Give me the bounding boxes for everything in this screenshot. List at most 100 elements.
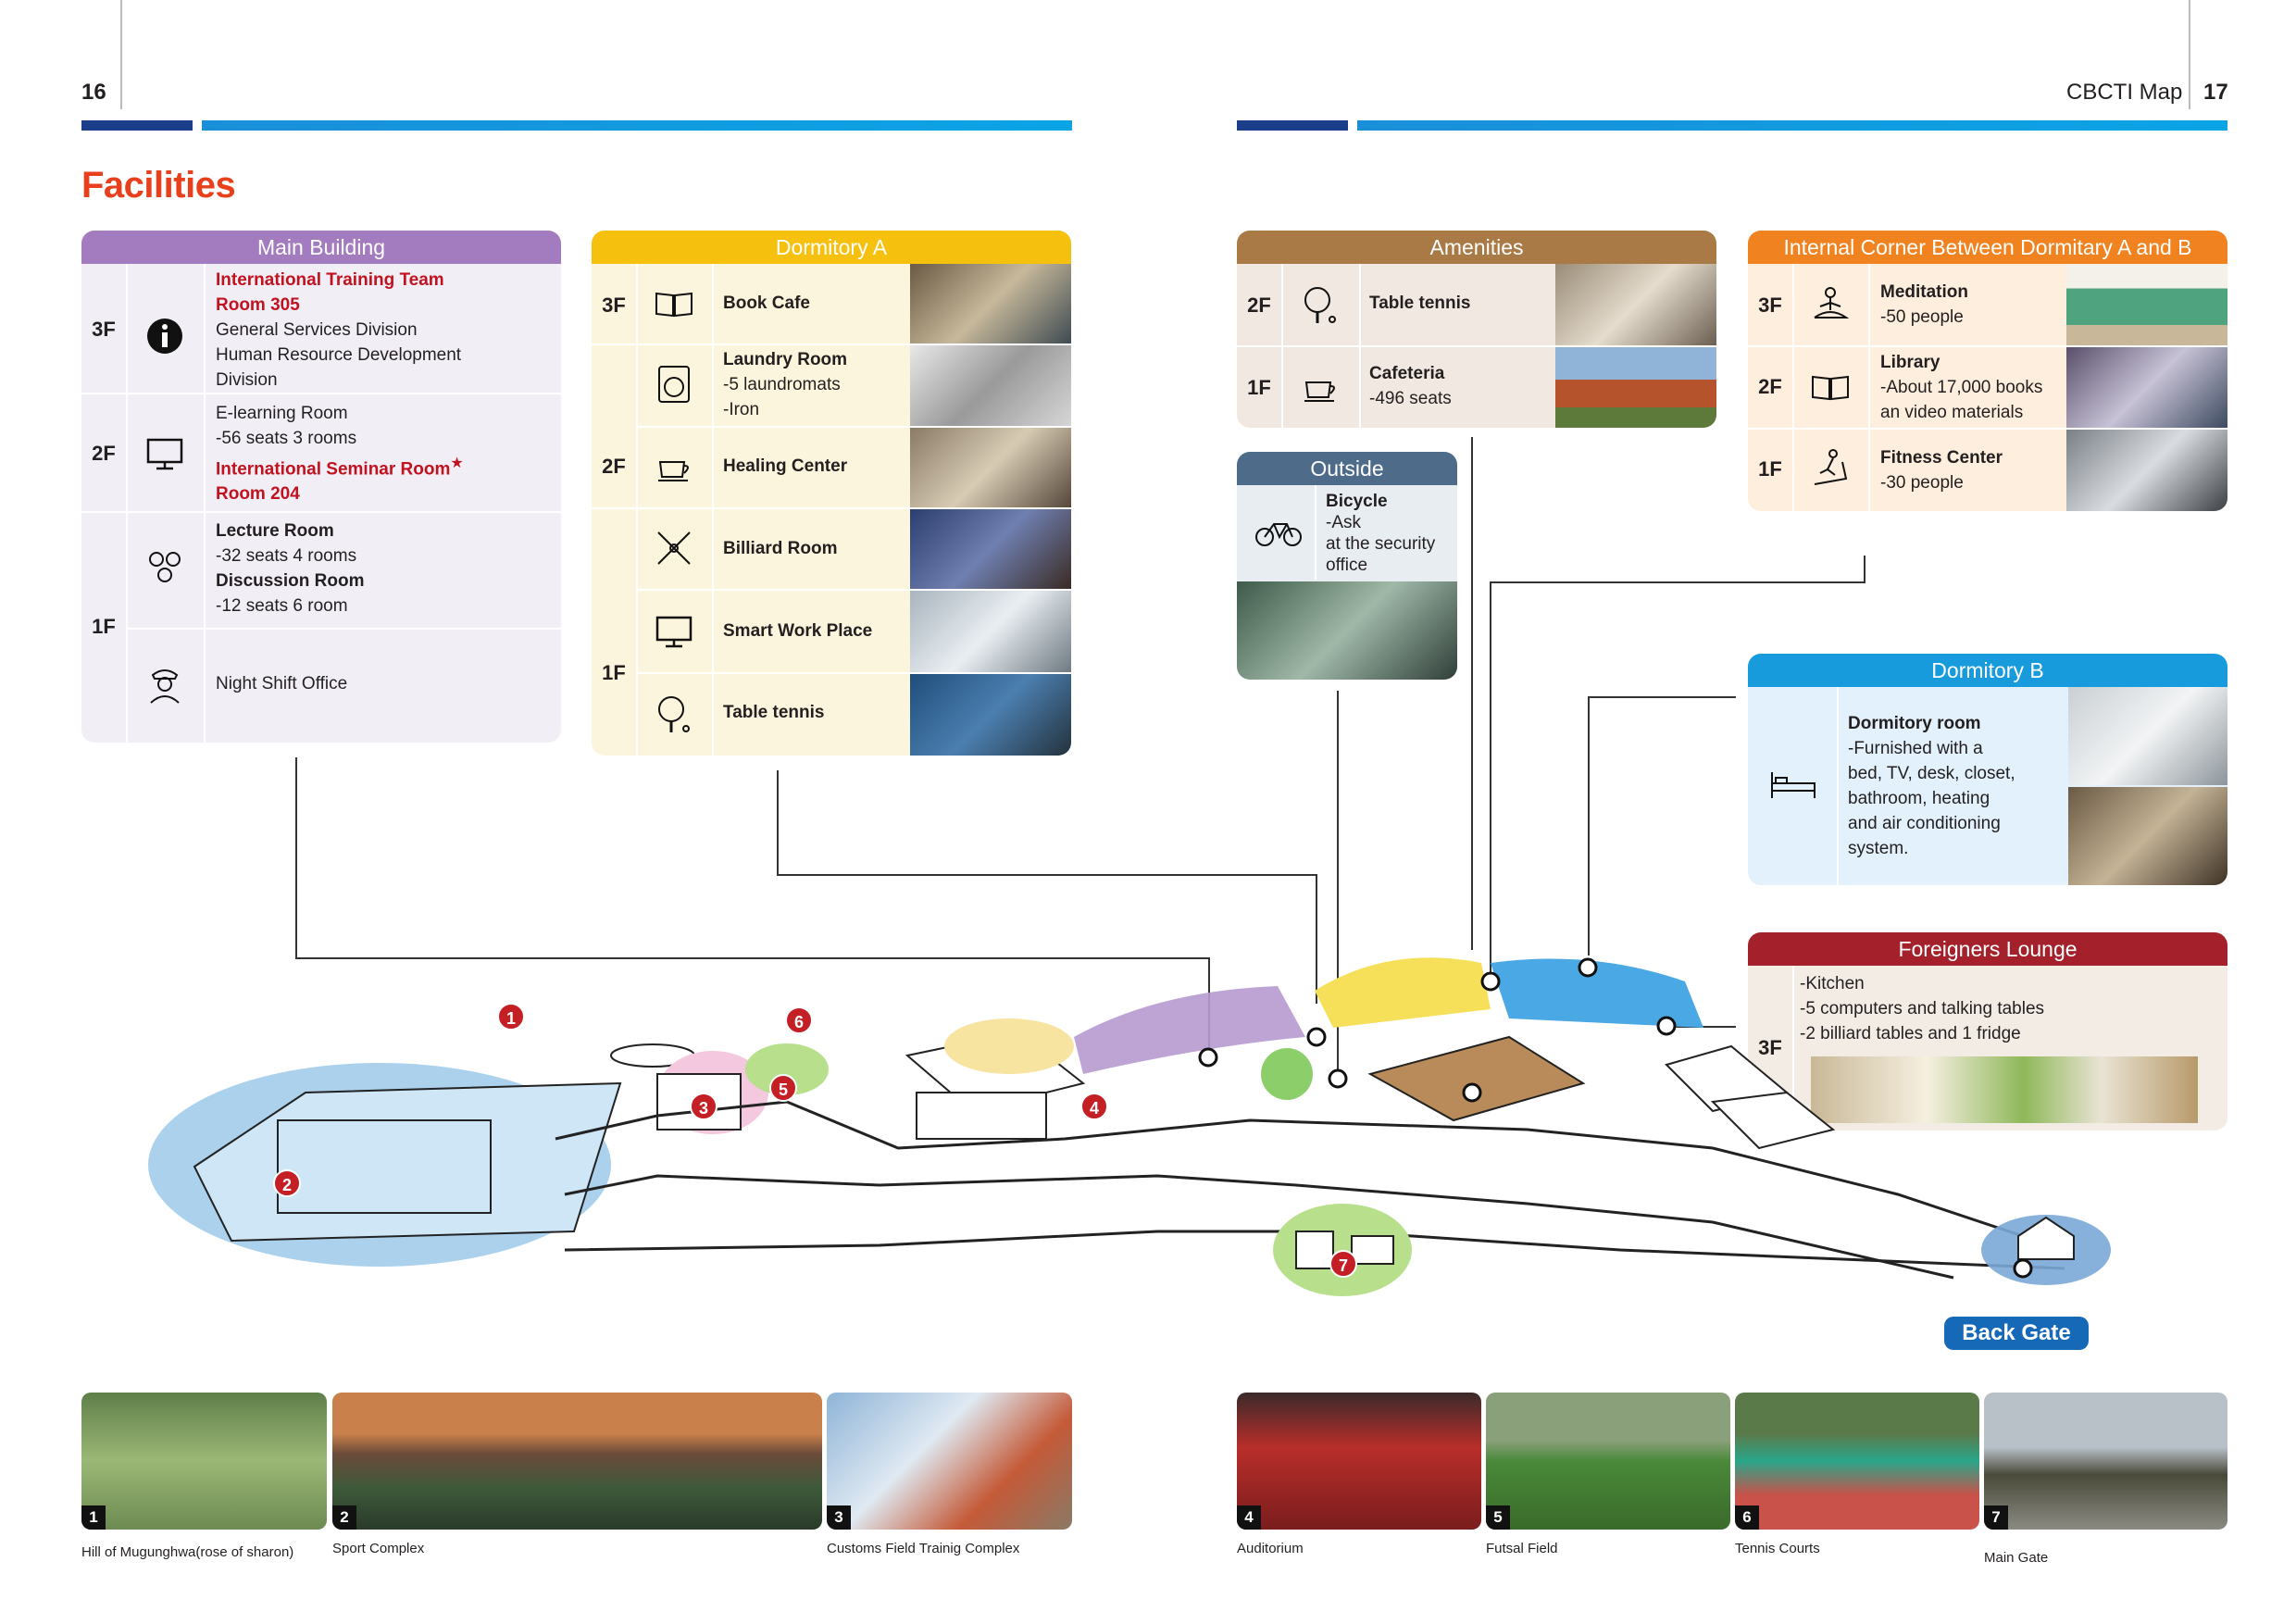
caption-hill: Hill of Mugunghwa(rose of sharon) <box>81 1544 294 1560</box>
main-3f-text: International Training Team Room 305 Gen… <box>216 270 462 390</box>
photo-cafeteria <box>1555 347 1716 428</box>
amenities-panel: Amenities 2F 1F Table tennis Cafeteria-4… <box>1237 231 1716 428</box>
caption-sport: Sport Complex <box>332 1541 425 1556</box>
cup-icon <box>658 461 689 481</box>
star-icon: ★ <box>450 456 464 471</box>
monitor-icon <box>655 616 693 648</box>
ping-pong-icon <box>658 696 690 732</box>
photo-healing <box>910 428 1071 507</box>
photo-bicycles <box>1237 581 1457 680</box>
dormitory-a-area <box>1074 986 1305 1074</box>
monitor-icon <box>146 438 183 470</box>
dormitory-b-title: Dormitory B <box>1748 654 2227 687</box>
floor-1f: 1F <box>1758 457 1782 481</box>
bicycle-icon <box>1255 523 1302 546</box>
left-header-bar <box>81 120 1072 131</box>
photo-sport-complex: 2 <box>332 1393 822 1530</box>
caption-auditorium: Auditorium <box>1237 1541 1304 1556</box>
caption-futsal: Futsal Field <box>1486 1541 1558 1556</box>
room-healing: Healing Center <box>723 456 848 476</box>
photo-tennis-courts: 6 <box>1735 1393 1979 1530</box>
billiard-icon <box>657 531 691 565</box>
photo-fitness <box>2066 430 2227 511</box>
ping-pong-icon <box>1304 287 1336 323</box>
photo-billiard <box>910 509 1071 589</box>
map-marker-7[interactable]: 7 <box>1329 1250 1357 1278</box>
main-2f-text: E-learning Room -56 seats 3 rooms Intern… <box>216 404 464 505</box>
washer-icon <box>658 366 690 403</box>
photo-book-cafe <box>910 264 1071 344</box>
main-building-panel: Main Building 3F 2F 1F International Tra… <box>81 231 561 743</box>
meditation-icon <box>1814 287 1850 319</box>
internal-corner-title: Internal Corner Between Dormitary A and … <box>1748 231 2227 264</box>
dormitory-a-panel: Dormitory A 3F 2F 1F Book Cafe Laundry R… <box>592 231 1071 756</box>
room-billiard: Billiard Room <box>723 539 838 558</box>
floor-3f: 3F <box>92 318 116 341</box>
room-smart-work: Smart Work Place <box>723 621 873 641</box>
floor-3f: 3F <box>1758 1036 1782 1059</box>
right-header-bar <box>1237 120 2227 131</box>
foreigners-lounge-title: Foreigners Lounge <box>1748 932 2227 966</box>
guard-icon <box>150 669 180 704</box>
cup-icon <box>1304 381 1335 402</box>
photo-smart-work <box>910 591 1071 672</box>
outside-title: Outside <box>1237 452 1457 485</box>
photo-dorm-bathroom <box>2068 687 2227 785</box>
photo-customs-field: 3 <box>827 1393 1072 1530</box>
discussion-icon <box>149 552 181 582</box>
caption-customs: Customs Field Trainig Complex <box>827 1541 1020 1556</box>
dormitory-a-title: Dormitory A <box>592 231 1071 264</box>
back-gate-label[interactable]: Back Gate <box>1944 1317 2089 1350</box>
photo-hill-of-mugunghwa: 1 <box>81 1393 327 1530</box>
campus-map <box>148 957 2111 1296</box>
map-marker-4[interactable]: 4 <box>1080 1093 1108 1120</box>
map-marker-1[interactable]: 1 <box>497 1003 525 1031</box>
room-table-tennis: Table tennis <box>723 703 825 722</box>
foreigners-lounge-panel: Foreigners Lounge 3F -Kitchen-5 computer… <box>1748 932 2227 1131</box>
floor-1f: 1F <box>1247 376 1271 399</box>
map-marker-2[interactable]: 2 <box>273 1169 301 1197</box>
dormitory-b-area <box>1491 958 1703 1028</box>
floor-1f: 1F <box>602 661 626 684</box>
floor-3f: 3F <box>602 294 626 317</box>
map-marker-3[interactable]: 3 <box>690 1093 718 1120</box>
photo-dorm-room <box>2068 787 2227 885</box>
photo-futsal-field: 5 <box>1486 1393 1730 1530</box>
main-1f-night: Night Shift Office <box>216 674 348 693</box>
info-icon <box>147 319 182 354</box>
floor-2f: 2F <box>1758 375 1782 398</box>
photo-main-gate: 7 <box>1984 1393 2227 1530</box>
left-page-number: 16 <box>81 80 106 105</box>
photo-lounge <box>1811 1056 2198 1123</box>
caption-main-gate: Main Gate <box>1984 1550 2049 1566</box>
amenities-area <box>1367 1035 1586 1122</box>
treadmill-icon <box>1814 449 1848 485</box>
room-book-cafe: Book Cafe <box>723 294 810 313</box>
photo-auditorium: 4 <box>1237 1393 1481 1530</box>
amenities-title: Amenities <box>1237 231 1716 264</box>
photo-table-tennis-2f <box>1555 264 1716 345</box>
bed-icon <box>1771 772 1816 798</box>
main-1f-text: Lecture Room -32 seats 4 rooms Discussio… <box>216 521 365 616</box>
floor-2f: 2F <box>1247 294 1271 317</box>
right-page-rule <box>2189 0 2190 109</box>
left-page-rule <box>120 0 122 109</box>
floor-1f: 1F <box>92 615 116 638</box>
photo-library <box>2066 347 2227 428</box>
photo-meditation <box>2066 264 2227 345</box>
caption-tennis: Tennis Courts <box>1735 1541 1820 1556</box>
photo-table-tennis <box>910 674 1071 756</box>
map-marker-6[interactable]: 6 <box>785 1006 813 1034</box>
book-icon <box>655 292 693 318</box>
map-marker-5[interactable]: 5 <box>769 1074 797 1102</box>
internal-area <box>1315 957 1491 1028</box>
right-page-title: CBCTI Map <box>2066 80 2183 105</box>
dormitory-b-panel: Dormitory B Dormitory room-Furnished wit… <box>1748 654 2227 885</box>
floor-3f: 3F <box>1758 294 1782 317</box>
photo-laundry <box>910 345 1071 426</box>
floor-2f: 2F <box>602 455 626 478</box>
internal-corner-panel: Internal Corner Between Dormitary A and … <box>1748 231 2227 511</box>
page-title: Facilities <box>81 165 236 206</box>
book-icon <box>1812 375 1849 401</box>
